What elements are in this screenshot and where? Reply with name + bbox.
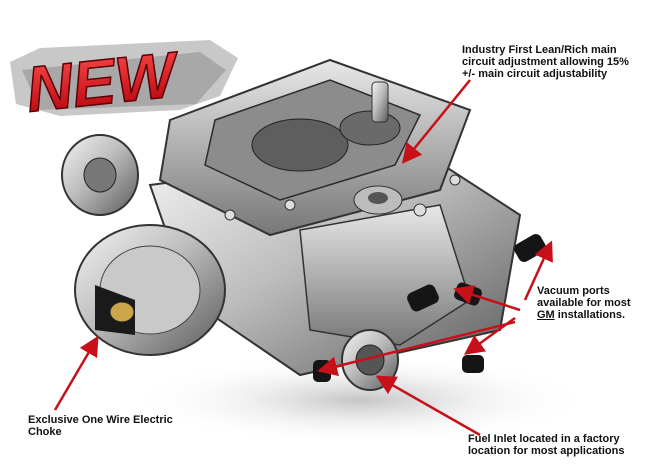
callout-line: Industry First Lean/Rich main <box>462 44 617 56</box>
carburetor-illustration <box>61 58 546 391</box>
floor-shadow <box>130 355 590 445</box>
callout-line: Exclusive One Wire Electric <box>28 414 173 426</box>
new-banner: NEW <box>10 37 238 126</box>
callout-vacuum-ports: Vacuum ports available for most GM insta… <box>537 285 631 321</box>
grunge-backdrop <box>10 40 238 116</box>
callout-fuel-inlet: Fuel Inlet located in a factory location… <box>468 433 624 457</box>
leader-arrow <box>453 285 521 312</box>
callout-line: Choke <box>28 426 62 438</box>
callout-line: +/- main circuit adjustability <box>462 68 608 80</box>
gm-brand-text: GM <box>537 309 555 321</box>
leader-arrow <box>401 79 471 164</box>
leader-lines <box>53 79 553 437</box>
callout-line: Fuel Inlet located in a factory <box>468 433 620 445</box>
callout-line: Vacuum ports <box>537 285 610 297</box>
leader-arrow <box>53 335 99 411</box>
callout-line: GM installations. <box>537 309 631 321</box>
callout-choke: Exclusive One Wire Electric Choke <box>28 414 173 438</box>
callout-line-rest: installations. <box>554 309 626 321</box>
leader-arrow <box>523 240 553 301</box>
callout-lean-rich: Industry First Lean/Rich main circuit ad… <box>462 44 629 80</box>
callout-line: circuit adjustment allowing 15% <box>462 56 629 68</box>
leader-arrow <box>317 320 516 377</box>
callout-line: location for most applications <box>468 445 625 457</box>
new-banner-text: NEW <box>23 38 184 126</box>
callout-line: available for most <box>537 297 631 309</box>
leader-arrow <box>375 375 481 437</box>
